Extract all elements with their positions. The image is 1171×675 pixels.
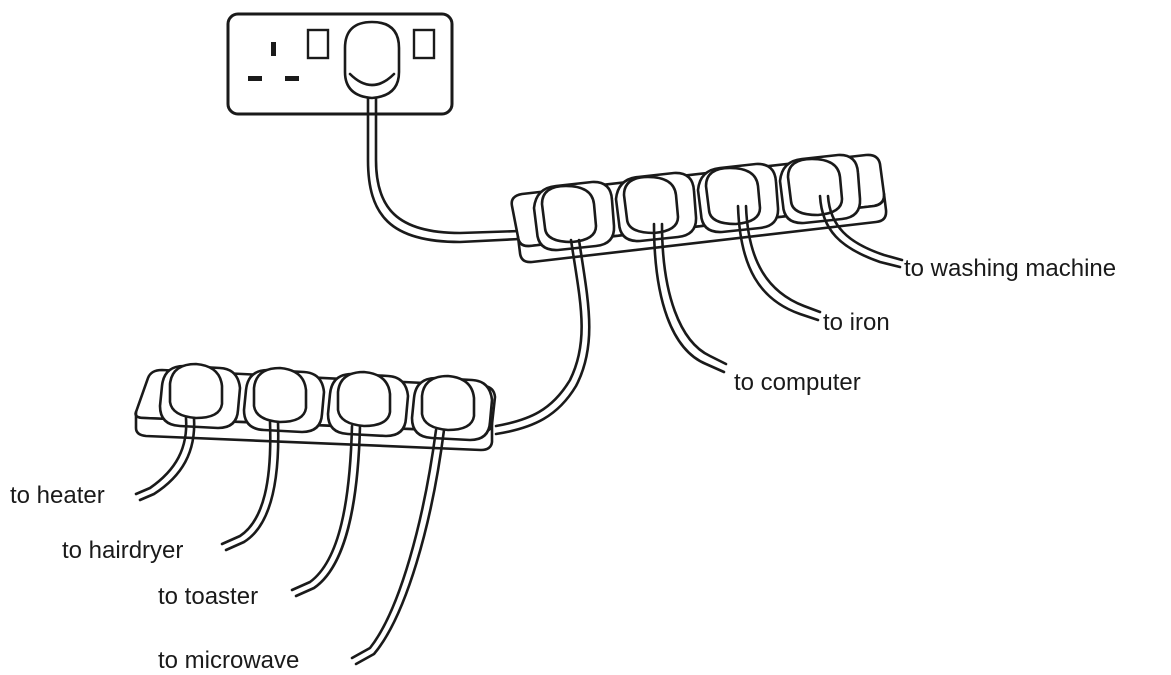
lower-plug-3	[326, 370, 410, 438]
cable-computer	[652, 222, 728, 374]
lower-plug-2	[242, 366, 326, 434]
cable-hairdryer	[220, 420, 280, 552]
label-hairdryer: to hairdryer	[62, 537, 183, 564]
socket-switch-right	[412, 28, 436, 60]
cable-washing-machine	[818, 194, 904, 269]
cable-microwave	[350, 428, 446, 666]
lower-plug-4	[410, 374, 494, 442]
label-iron: to iron	[823, 309, 890, 336]
socket-neutral-slot	[285, 76, 299, 81]
wall-socket	[226, 12, 454, 116]
cable-heater	[134, 416, 196, 502]
socket-switch-left	[306, 28, 330, 60]
label-washing-machine: to washing machine	[904, 255, 1116, 282]
wall-plug	[343, 20, 401, 100]
cable-toaster	[290, 424, 362, 598]
label-computer: to computer	[734, 369, 861, 396]
socket-earth-slot	[271, 42, 276, 56]
cable-between-boards	[494, 238, 591, 436]
wall-plug-edge	[348, 72, 396, 87]
upper-plug-1	[532, 180, 616, 252]
wall-cable	[366, 96, 522, 244]
upper-plug-4	[778, 153, 862, 225]
upper-plug-2	[614, 171, 698, 243]
label-toaster: to toaster	[158, 583, 258, 610]
label-heater: to heater	[10, 482, 105, 509]
cable-iron	[736, 204, 822, 322]
socket-live-slot	[248, 76, 262, 81]
label-microwave: to microwave	[158, 647, 299, 674]
lower-plug-1	[158, 362, 242, 430]
